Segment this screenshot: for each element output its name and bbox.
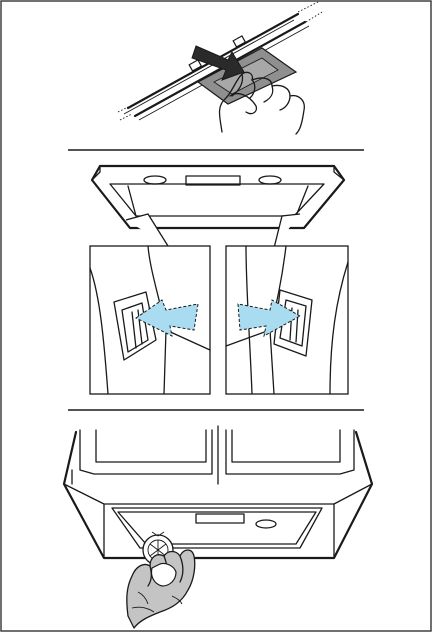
control-panel — [196, 514, 244, 523]
gloved-hand-icon — [127, 550, 195, 628]
wall-cabinets — [80, 426, 354, 484]
detail-panel-left — [90, 246, 210, 394]
step-3-replace-bulb — [64, 426, 372, 628]
callout-right — [274, 214, 300, 248]
detail-panel-right — [226, 246, 348, 394]
callout-left — [126, 214, 168, 246]
step-1-remove-filter — [118, 2, 322, 134]
step-2-release-latches — [90, 166, 348, 394]
